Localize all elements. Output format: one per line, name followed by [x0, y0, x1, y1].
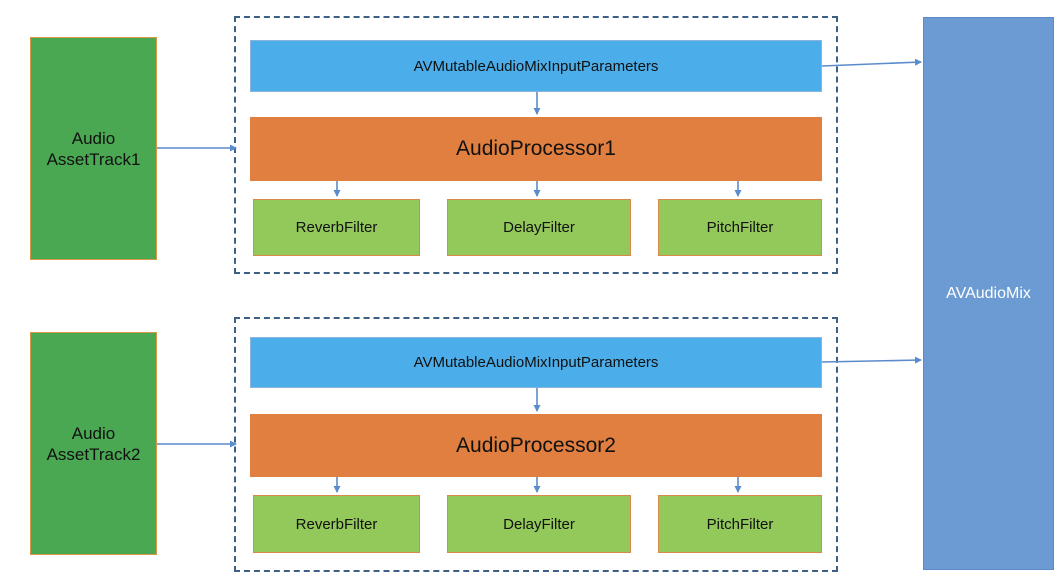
delay-filter-2-label: DelayFilter: [503, 515, 575, 533]
track-1-label-line2: AssetTrack1: [46, 149, 141, 169]
audio-asset-track-2: Audio AssetTrack2: [30, 332, 157, 555]
mix-input-parameters-1-label: AVMutableAudioMixInputParameters: [413, 57, 659, 75]
delay-filter-1: DelayFilter: [447, 199, 631, 256]
audio-processor-2: AudioProcessor2: [250, 414, 822, 477]
audio-processor-1-label: AudioProcessor1: [456, 137, 616, 160]
av-audio-mix-label: AVAudioMix: [946, 284, 1031, 302]
mix-input-parameters-2: AVMutableAudioMixInputParameters: [250, 337, 822, 388]
reverb-filter-1-label: ReverbFilter: [295, 219, 378, 236]
pitch-filter-1: PitchFilter: [658, 199, 822, 256]
av-audio-mix: AVAudioMix: [923, 17, 1054, 570]
reverb-filter-2: ReverbFilter: [253, 495, 420, 553]
pitch-filter-2-label: PitchFilter: [706, 515, 774, 533]
arrow-params2-to-mix: [821, 356, 922, 364]
track-1-label-line1: Audio: [71, 128, 116, 148]
pitch-filter-1-label: PitchFilter: [706, 219, 774, 236]
delay-filter-2: DelayFilter: [447, 495, 631, 553]
delay-filter-1-label: DelayFilter: [503, 219, 575, 236]
pitch-filter-2: PitchFilter: [658, 495, 822, 553]
reverb-filter-1: ReverbFilter: [253, 199, 420, 256]
audio-processor-2-label: AudioProcessor2: [456, 433, 616, 457]
arrow-params1-to-mix: [821, 58, 922, 67]
audio-processor-1: AudioProcessor1: [250, 117, 822, 181]
mix-input-parameters-1: AVMutableAudioMixInputParameters: [250, 40, 822, 92]
track-2-label-line1: Audio: [71, 423, 116, 443]
mix-input-parameters-2-label: AVMutableAudioMixInputParameters: [413, 354, 659, 371]
audio-asset-track-1: Audio AssetTrack1: [30, 37, 157, 260]
reverb-filter-2-label: ReverbFilter: [295, 515, 378, 533]
track-2-label-line2: AssetTrack2: [46, 444, 141, 464]
